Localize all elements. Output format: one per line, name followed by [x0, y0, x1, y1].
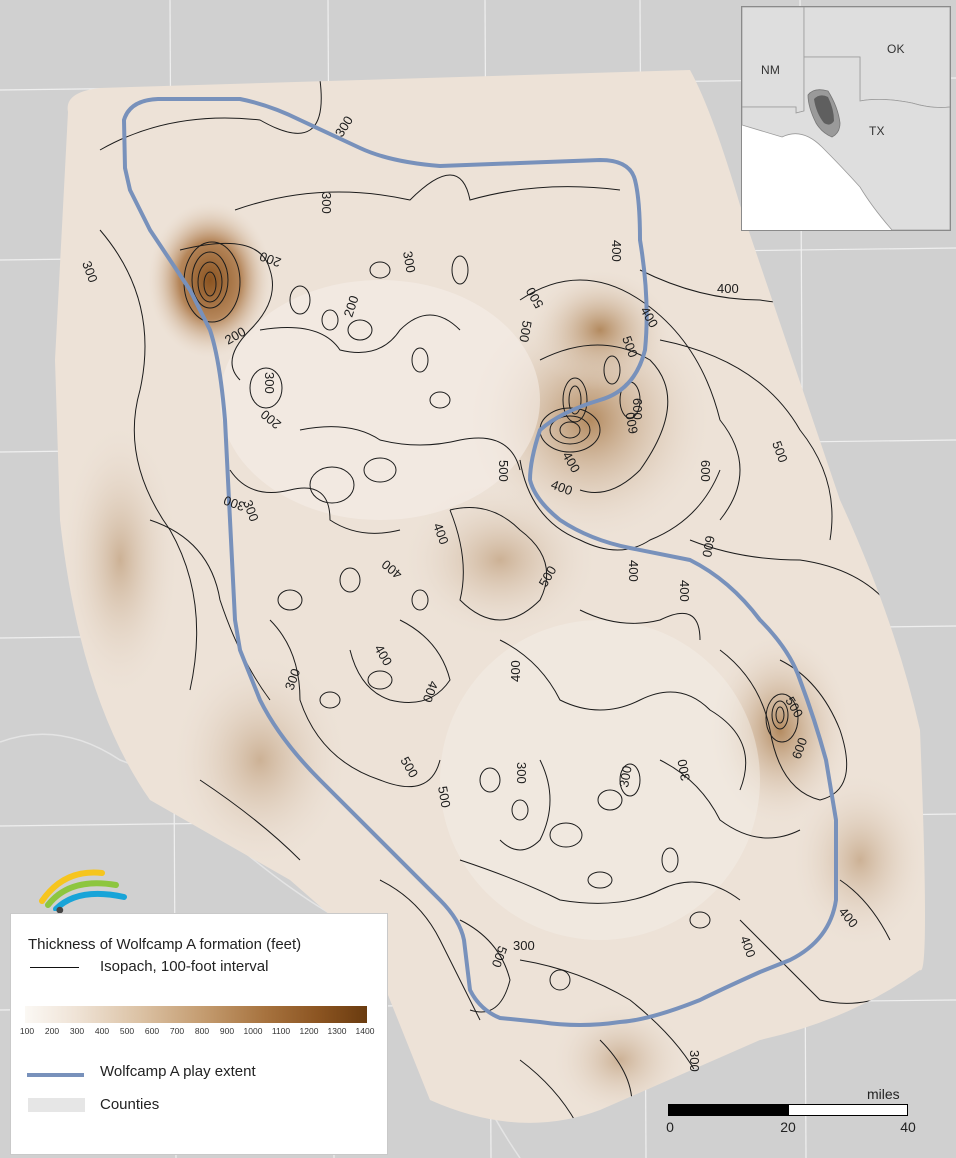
- legend: Thickness of Wolfcamp A formation (feet)…: [10, 913, 388, 1155]
- contour-label: 400: [677, 580, 692, 602]
- contour-label: 300: [674, 758, 693, 782]
- contour-label: 400: [609, 240, 624, 262]
- contour-label: 300: [222, 493, 248, 515]
- ramp-tick: 1400: [355, 1026, 375, 1036]
- ramp-tick: 1300: [327, 1026, 347, 1036]
- ramp-tick: 1000: [243, 1026, 263, 1036]
- contour-label: 400: [508, 660, 523, 682]
- scale-bar-segment-white: [788, 1104, 908, 1116]
- ramp-tick: 200: [44, 1026, 60, 1036]
- inset-label-ok: OK: [887, 42, 905, 56]
- locator-inset-map: NM OK TX: [741, 6, 951, 231]
- contour-label: 300: [262, 372, 277, 394]
- contour-label: 500: [496, 460, 511, 482]
- ramp-tick: 1100: [271, 1026, 291, 1036]
- legend-play-extent-swatch: [27, 1073, 84, 1077]
- contour-label: 600: [622, 411, 641, 435]
- scale-tick: 40: [900, 1119, 916, 1135]
- contour-label: 300: [319, 192, 334, 214]
- contour-label: 300: [616, 765, 635, 789]
- contour-label: 300: [513, 938, 535, 953]
- contour-label: 400: [626, 560, 641, 582]
- eia-logo-swoosh: [39, 869, 127, 911]
- ramp-tick: 600: [144, 1026, 160, 1036]
- contour-label: 200: [341, 294, 362, 319]
- contour-label: 600: [630, 398, 645, 420]
- contour-label: 400: [420, 679, 442, 705]
- legend-isopach-label: Isopach, 100-foot interval: [100, 958, 269, 975]
- contour-label: 300: [687, 1050, 702, 1072]
- inset-map-graphic: [742, 7, 950, 230]
- inset-label-tx: TX: [869, 124, 885, 138]
- contour-label: 300: [400, 250, 419, 274]
- legend-color-ramp: [25, 1006, 367, 1023]
- contour-label: 300: [282, 667, 304, 693]
- legend-counties-swatch: [28, 1098, 85, 1112]
- ramp-tick: 800: [194, 1026, 210, 1036]
- contour-label: 400: [737, 934, 759, 960]
- ramp-tick: 1200: [299, 1026, 319, 1036]
- contour-label: 500: [516, 319, 535, 343]
- ramp-tick: 500: [119, 1026, 135, 1036]
- ramp-tick: 900: [219, 1026, 235, 1036]
- contour-label: 600: [789, 736, 811, 762]
- scale-bar: miles 0 20 40: [660, 1086, 930, 1156]
- scale-tick: 0: [666, 1119, 674, 1135]
- contour-label: 500: [489, 944, 511, 970]
- contour-labels: 300 300 300 300 200 200 200 200 300 300 …: [79, 113, 861, 1071]
- inset-state-tx: [742, 56, 950, 230]
- thickness-shading: [60, 202, 925, 1120]
- legend-isopach-swatch: [30, 967, 79, 968]
- scale-tick: 20: [780, 1119, 796, 1135]
- contour-label: 300: [240, 498, 262, 524]
- scale-bar-unit: miles: [867, 1086, 900, 1102]
- contour-label: 500: [769, 439, 791, 465]
- legend-play-extent-label: Wolfcamp A play extent: [100, 1063, 256, 1080]
- ramp-tick: 700: [169, 1026, 185, 1036]
- inset-label-nm: NM: [761, 63, 781, 77]
- contour-label: 500: [435, 785, 454, 809]
- play-extent-outline: [122, 97, 838, 1027]
- ramp-tick: 400: [94, 1026, 110, 1036]
- scale-bar-segment-black: [668, 1104, 788, 1116]
- contour-label: 400: [549, 477, 575, 499]
- legend-title: Thickness of Wolfcamp A formation (feet): [28, 936, 302, 953]
- contour-label: 200: [258, 249, 284, 271]
- contour-label: 300: [514, 762, 529, 784]
- contour-label: 400: [717, 281, 739, 296]
- inset-state-nm: [742, 7, 805, 114]
- ramp-tick: 300: [69, 1026, 85, 1036]
- contour-label: 600: [699, 534, 718, 558]
- contour-label: 500: [619, 334, 641, 360]
- ramp-tick: 100: [19, 1026, 35, 1036]
- legend-ramp-ticks: 100 200 300 400 500 600 700 800 900 1000…: [19, 1026, 379, 1038]
- legend-counties-label: Counties: [100, 1096, 160, 1113]
- contour-label: 300: [79, 259, 101, 285]
- contour-label: 400: [430, 521, 452, 547]
- contour-label: 600: [698, 460, 713, 482]
